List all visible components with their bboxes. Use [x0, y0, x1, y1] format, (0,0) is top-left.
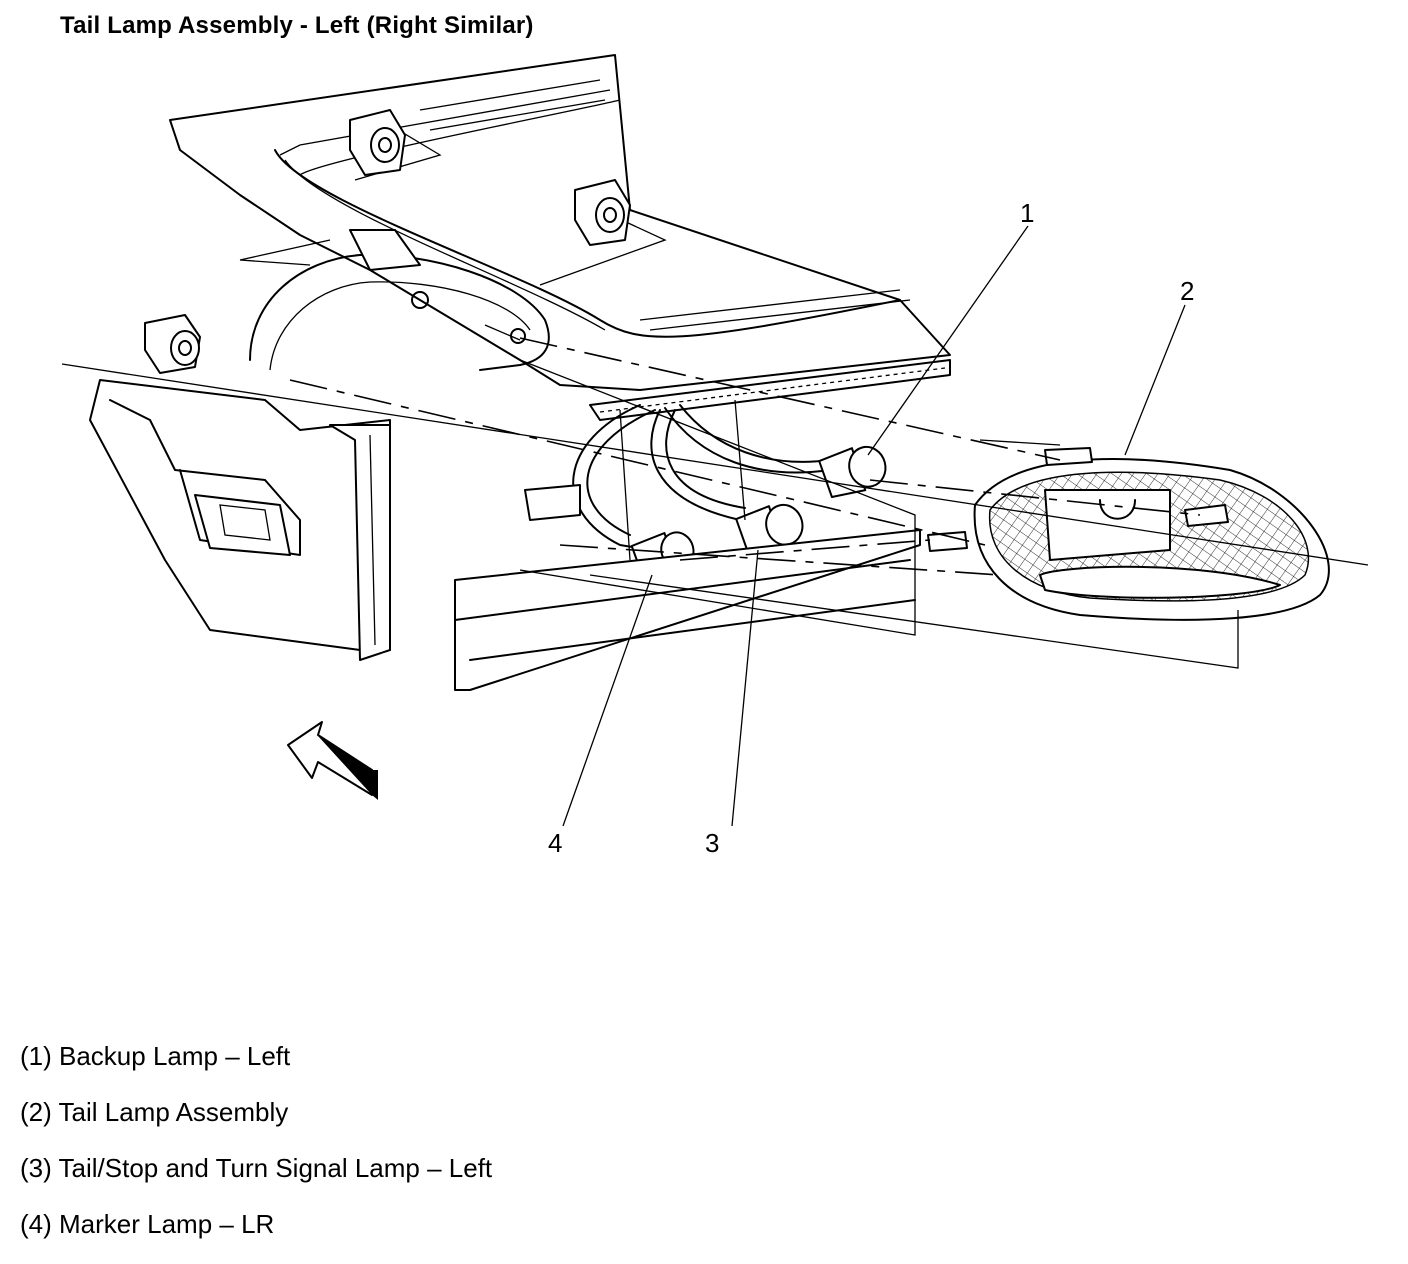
callout-3: 3 — [705, 828, 719, 858]
wiring-harness — [572, 359, 951, 551]
legend-item-tail-lamp-assembly: (2) Tail Lamp Assembly — [20, 1097, 289, 1127]
retainer-clips — [144, 109, 631, 374]
exploded-view-illustration: 1 2 3 4 — [61, 54, 1369, 858]
legend-item-marker-lamp: (4) Marker Lamp – LR — [20, 1209, 275, 1239]
legend-item-backup-lamp: (1) Backup Lamp – Left — [20, 1041, 291, 1071]
forward-direction-arrow — [287, 721, 378, 800]
callout-1: 1 — [1020, 198, 1034, 228]
callout-4: 4 — [548, 828, 562, 858]
tail-lamp-assembly — [927, 447, 1330, 621]
rear-body-panel — [169, 54, 951, 391]
callout-2: 2 — [1180, 276, 1194, 306]
parts-legend: (1) Backup Lamp – Left (2) Tail Lamp Ass… — [20, 1040, 1380, 1264]
alignment-lines — [61, 337, 1369, 669]
rear-panel-channel — [454, 399, 921, 691]
callout-leaders — [562, 225, 1186, 827]
legend-item-tail-stop-turn-lamp: (3) Tail/Stop and Turn Signal Lamp – Lef… — [20, 1153, 493, 1183]
quarter-panel — [89, 379, 391, 661]
diagram-title: Tail Lamp Assembly - Left (Right Similar… — [60, 12, 534, 39]
